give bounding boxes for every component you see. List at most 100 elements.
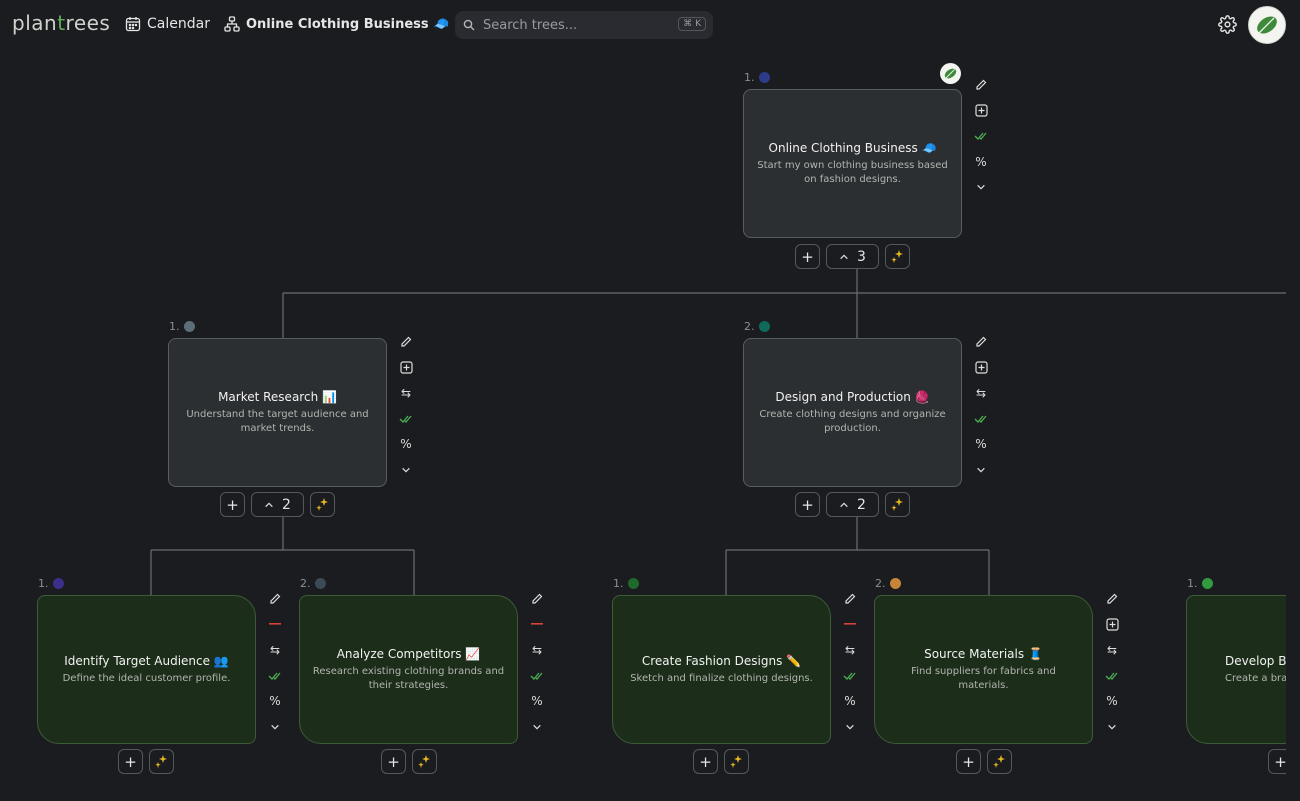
double-check-icon[interactable] [974, 406, 988, 432]
percent-icon[interactable]: % [269, 694, 281, 709]
color-dot[interactable] [183, 321, 195, 332]
sparkle-icon [418, 755, 430, 768]
double-check-icon[interactable] [399, 406, 413, 432]
color-dot[interactable] [627, 578, 639, 589]
calendar-link[interactable]: Calendar [125, 16, 210, 32]
index-label: 1. [744, 71, 755, 84]
tree-node-source-materials[interactable]: Source Materials 🧵 Find suppliers for fa… [874, 595, 1093, 744]
ai-generate-button[interactable] [412, 749, 437, 774]
collapse-children-button[interactable]: 2 [826, 492, 879, 517]
children-count: 3 [857, 248, 866, 265]
percent-icon[interactable]: % [400, 437, 412, 452]
double-check-icon[interactable] [843, 663, 857, 689]
tree-node-design-production[interactable]: Design and Production 🧶 Create clothing … [743, 338, 962, 487]
tree-node-root[interactable]: Online Clothing Business 🧢 Start my own … [743, 89, 962, 238]
percent-icon[interactable]: % [1106, 694, 1118, 709]
remove-icon[interactable] [844, 612, 856, 638]
edit-icon[interactable] [531, 586, 543, 612]
chevron-down-icon[interactable] [532, 714, 542, 740]
collapse-children-button[interactable]: 3 [826, 244, 879, 269]
node-title: Online Clothing Business 🧢 [768, 140, 937, 155]
settings-button[interactable] [1218, 15, 1237, 38]
percent-icon[interactable]: % [975, 154, 987, 169]
swap-icon[interactable]: ⇆ [1106, 642, 1118, 657]
remove-icon[interactable] [269, 612, 281, 638]
double-check-icon[interactable] [530, 663, 544, 689]
collapse-children-button[interactable]: 2 [251, 492, 304, 517]
logo-prefix: plan [12, 11, 58, 35]
double-check-icon[interactable] [974, 123, 988, 149]
sparkle-icon [993, 755, 1005, 768]
node-actions-fashion: ⇆ % [840, 586, 860, 740]
node-controls-target: + [118, 749, 174, 774]
swap-icon[interactable]: ⇆ [975, 385, 987, 400]
swap-icon[interactable]: ⇆ [844, 642, 856, 657]
edit-icon[interactable] [975, 329, 987, 355]
edit-icon[interactable] [975, 72, 987, 98]
chevron-down-icon[interactable] [976, 457, 986, 483]
add-child-button[interactable]: + [1268, 749, 1286, 774]
index-label: 2. [875, 577, 886, 590]
swap-icon[interactable]: ⇆ [269, 642, 281, 657]
percent-icon[interactable]: % [975, 437, 987, 452]
node-actions-root: % [971, 72, 991, 200]
chevron-down-icon[interactable] [976, 174, 986, 200]
add-subtask-icon[interactable] [399, 355, 413, 381]
index-label: 1. [169, 320, 180, 333]
ai-generate-button[interactable] [885, 244, 910, 269]
remove-icon[interactable] [531, 612, 543, 638]
add-subtask-icon[interactable] [1105, 612, 1119, 638]
logo[interactable]: plantrees [12, 11, 110, 35]
tree-node-create-fashion-designs[interactable]: Create Fashion Designs ✏️ Sketch and fin… [612, 595, 831, 744]
double-check-icon[interactable] [1105, 663, 1119, 689]
tree-node-identify-target-audience[interactable]: Identify Target Audience 👥 Define the id… [37, 595, 256, 744]
node-index-source: 2. [875, 577, 901, 590]
add-child-button[interactable]: + [381, 749, 406, 774]
search-bar[interactable]: ⌘ K [455, 11, 713, 39]
color-dot[interactable] [889, 578, 901, 589]
chevron-down-icon[interactable] [270, 714, 280, 740]
ai-generate-button[interactable] [310, 492, 335, 517]
edit-icon[interactable] [400, 329, 412, 355]
color-dot[interactable] [1201, 578, 1213, 589]
tree-node-market-research[interactable]: Market Research 📊 Understand the target … [168, 338, 387, 487]
node-title: Analyze Competitors 📈 [336, 646, 481, 661]
add-child-button[interactable]: + [795, 244, 820, 269]
edit-icon[interactable] [1106, 586, 1118, 612]
tree-node-develop-brand[interactable]: Develop Br Create a bra [1186, 595, 1286, 744]
node-title: Develop Br [1225, 653, 1286, 668]
ai-generate-button[interactable] [724, 749, 749, 774]
edit-icon[interactable] [844, 586, 856, 612]
chevron-down-icon[interactable] [1107, 714, 1117, 740]
color-dot[interactable] [758, 321, 770, 332]
color-dot[interactable] [52, 578, 64, 589]
ai-generate-button[interactable] [149, 749, 174, 774]
sparkle-icon [730, 755, 742, 768]
chevron-down-icon[interactable] [845, 714, 855, 740]
ai-generate-button[interactable] [987, 749, 1012, 774]
swap-icon[interactable]: ⇆ [531, 642, 543, 657]
color-dot[interactable] [758, 72, 770, 83]
add-child-button[interactable]: + [795, 492, 820, 517]
double-check-icon[interactable] [268, 663, 282, 689]
color-dot[interactable] [314, 578, 326, 589]
search-input[interactable] [483, 17, 673, 33]
add-child-button[interactable]: + [693, 749, 718, 774]
percent-icon[interactable]: % [531, 694, 543, 709]
add-child-button[interactable]: + [956, 749, 981, 774]
ai-generate-button[interactable] [885, 492, 910, 517]
avatar[interactable] [1248, 6, 1286, 44]
node-index-target: 1. [38, 577, 64, 590]
node-description: Research existing clothing brands and th… [312, 665, 505, 691]
tree-selector[interactable]: Online Clothing Business 🧢 [224, 16, 467, 32]
edit-icon[interactable] [269, 586, 281, 612]
percent-icon[interactable]: % [844, 694, 856, 709]
add-subtask-icon[interactable] [974, 98, 988, 124]
chevron-down-icon[interactable] [401, 457, 411, 483]
add-child-button[interactable]: + [118, 749, 143, 774]
add-child-button[interactable]: + [220, 492, 245, 517]
swap-icon[interactable]: ⇆ [400, 385, 412, 400]
index-label: 1. [1187, 577, 1198, 590]
add-subtask-icon[interactable] [974, 355, 988, 381]
tree-node-analyze-competitors[interactable]: Analyze Competitors 📈 Research existing … [299, 595, 518, 744]
